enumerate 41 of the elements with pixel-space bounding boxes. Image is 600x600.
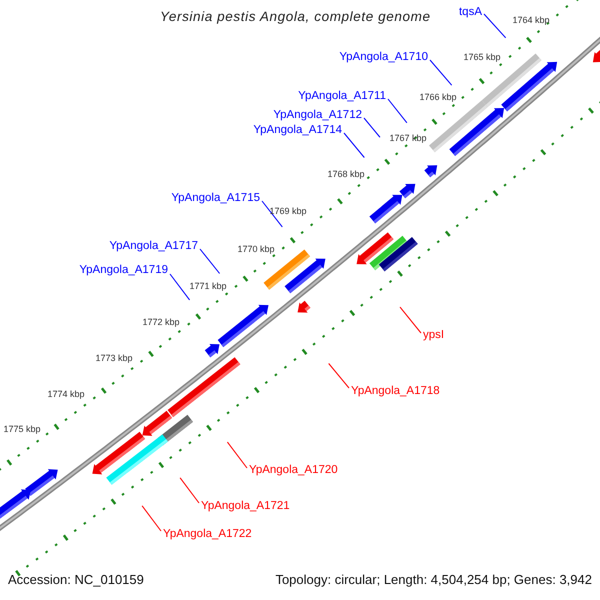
gene-label: YpAngola_A1717: [109, 239, 198, 253]
leader-line: [484, 14, 506, 38]
gene-label: YpAngola_A1720: [249, 463, 338, 477]
leader-line: [344, 132, 365, 158]
leader-line: [170, 274, 190, 300]
leader-line: [364, 118, 380, 138]
tick-label: 1773 kbp: [94, 352, 134, 365]
gene-label: YpAngola_A1715: [171, 191, 260, 205]
gene-label: ypsI: [423, 328, 444, 342]
tick-label: 1767 kbp: [388, 132, 428, 145]
leader-line: [400, 306, 422, 334]
gene-label: YpAngola_A1711: [298, 89, 386, 103]
leader-line: [226, 442, 248, 468]
gene-label: YpAngola_A1722: [163, 527, 252, 541]
gene-label: YpAngola_A1718: [351, 384, 440, 398]
gene-label: YpAngola_A1721: [201, 499, 290, 513]
leader-line: [262, 200, 283, 228]
tick-label: 1771 kbp: [188, 280, 228, 293]
gene-label: YpAngola_A1710: [339, 50, 428, 64]
accession-text: Accession: NC_010159: [8, 573, 144, 587]
tick-label: 1765 kbp: [462, 51, 502, 64]
leader-line: [388, 98, 408, 124]
genome-info-text: Topology: circular; Length: 4,504,254 bp; Genes: 3,942: [275, 573, 592, 587]
tick-label: 1766 kbp: [418, 91, 458, 104]
tick-label: 1764 kbp: [511, 14, 551, 27]
tick-label: 1768 kbp: [326, 168, 366, 181]
leader-line: [328, 363, 350, 388]
leader-line: [430, 60, 452, 86]
gene-label: YpAngola_A1719: [79, 263, 168, 277]
map-title: Yersinia pestis Angola, complete genome: [160, 10, 431, 24]
tick-label: 1774 kbp: [46, 388, 86, 401]
leader-line: [200, 248, 220, 274]
tick-label: 1775 kbp: [2, 423, 42, 436]
tick-label: 1769 kbp: [268, 205, 308, 218]
gene-label: tqsA: [458, 5, 482, 19]
tick-label: 1770 kbp: [236, 243, 276, 256]
gene-label: YpAngola_A1712: [273, 108, 362, 122]
leader-line: [180, 477, 200, 504]
gene-label: YpAngola_A1714: [253, 123, 342, 137]
leader-line: [142, 505, 162, 532]
tick-label: 1772 kbp: [141, 316, 181, 329]
